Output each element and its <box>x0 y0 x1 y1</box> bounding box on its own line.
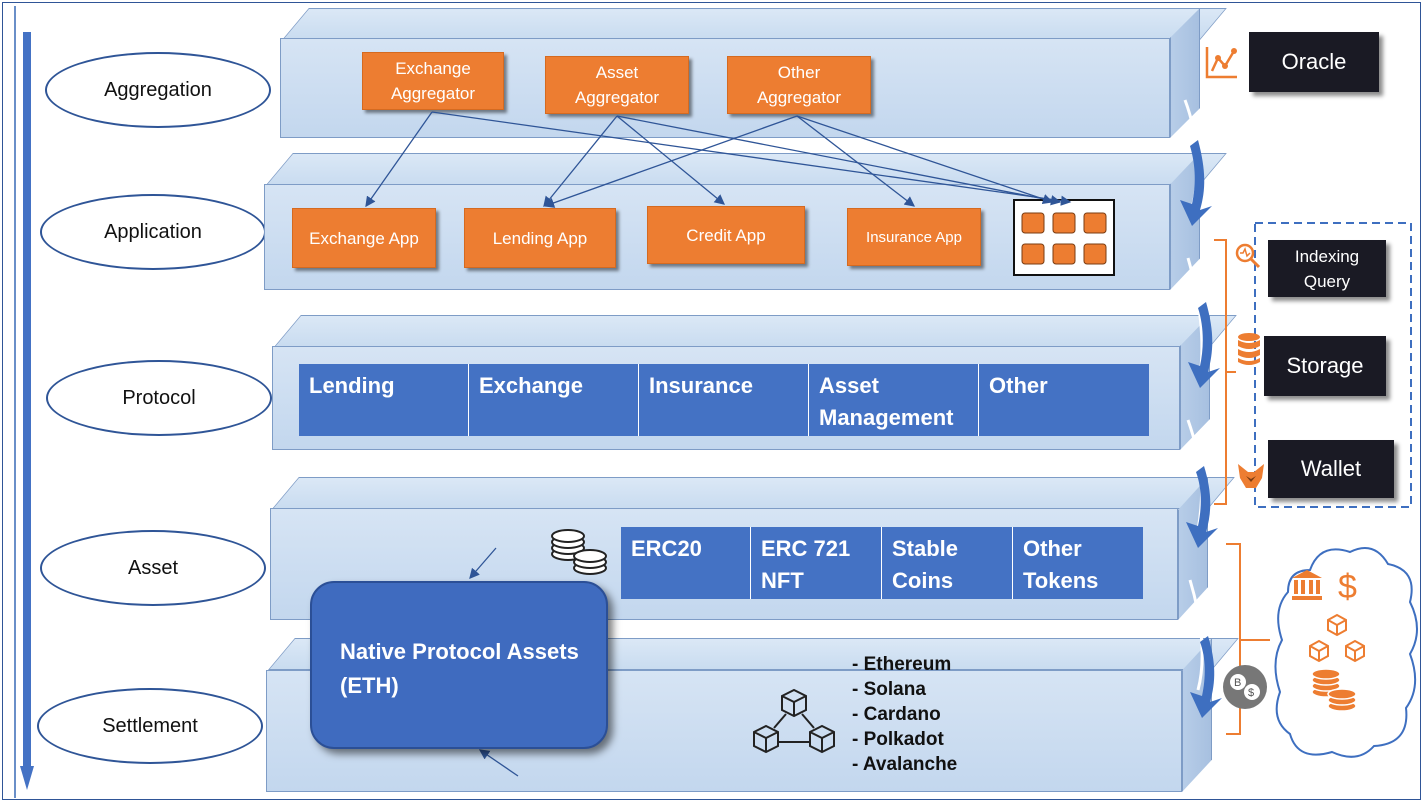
left-divider <box>14 6 16 798</box>
blockchain-icon <box>753 688 835 754</box>
layer-label-settlement: Settlement <box>37 688 263 764</box>
coins-icon <box>551 529 607 575</box>
layer-label-asset: Asset <box>40 530 266 606</box>
asset-other-tokens: Other Tokens <box>1013 527 1143 599</box>
orange-bracket-cloud <box>1226 543 1270 735</box>
flow-down-arrow <box>20 32 34 790</box>
layer-label-aggregation: Aggregation <box>45 52 271 128</box>
protocol-insurance: Insurance <box>639 364 809 436</box>
search-icon <box>1235 243 1261 269</box>
asset-erc20: ERC20 <box>621 527 751 599</box>
exchange-currency-icon: B $ <box>1223 665 1267 709</box>
svg-text:$: $ <box>1248 687 1254 699</box>
storage-box: Storage <box>1264 336 1386 396</box>
orange-bracket-services <box>1214 239 1236 505</box>
asset-aggregator-box: Asset Aggregator <box>545 56 689 114</box>
svg-text:$: $ <box>1338 568 1357 606</box>
lending-app-box: Lending App <box>464 208 616 268</box>
chain-item: - Solana <box>852 679 926 700</box>
insurance-app-box: Insurance App <box>847 208 981 266</box>
chain-item: - Polkadot <box>852 729 944 750</box>
protocol-exchange: Exchange <box>469 364 639 436</box>
chain-item: - Ethereum <box>852 654 952 675</box>
dollar-icon: $ <box>1338 568 1357 606</box>
oracle-box: Oracle <box>1249 32 1379 92</box>
other-aggregator-box: Other Aggregator <box>727 56 871 114</box>
app-grid-icon <box>1013 199 1115 276</box>
svg-text:B: B <box>1234 677 1241 689</box>
blockchain-list: - Ethereum - Solana - Cardano - Polkadot… <box>852 652 957 777</box>
orange-coins-icon <box>1311 668 1357 712</box>
credit-app-box: Credit App <box>647 206 805 264</box>
protocol-other: Other <box>979 364 1149 436</box>
cubes-icon <box>1309 613 1365 663</box>
native-protocol-assets-box: Native Protocol Assets (ETH) <box>310 581 608 749</box>
wallet-box: Wallet <box>1268 440 1394 498</box>
chain-item: - Cardano <box>852 704 941 725</box>
indexing-query-box: Indexing Query <box>1268 240 1386 297</box>
protocol-asset-management: Asset Management <box>809 364 979 436</box>
protocol-lending: Lending <box>299 364 469 436</box>
chart-icon <box>1205 47 1237 79</box>
layer-label-protocol: Protocol <box>46 360 272 436</box>
fox-icon <box>1238 464 1264 488</box>
asset-erc721-nft: ERC 721 NFT <box>751 527 882 599</box>
exchange-aggregator-box: Exchange Aggregator <box>362 52 504 110</box>
bank-icon <box>1292 570 1322 600</box>
services-group-border <box>1254 222 1412 508</box>
asset-stable-coins: Stable Coins <box>882 527 1013 599</box>
database-icon <box>1238 333 1260 365</box>
exchange-app-box: Exchange App <box>292 208 436 268</box>
chain-item: - Avalanche <box>852 754 958 775</box>
